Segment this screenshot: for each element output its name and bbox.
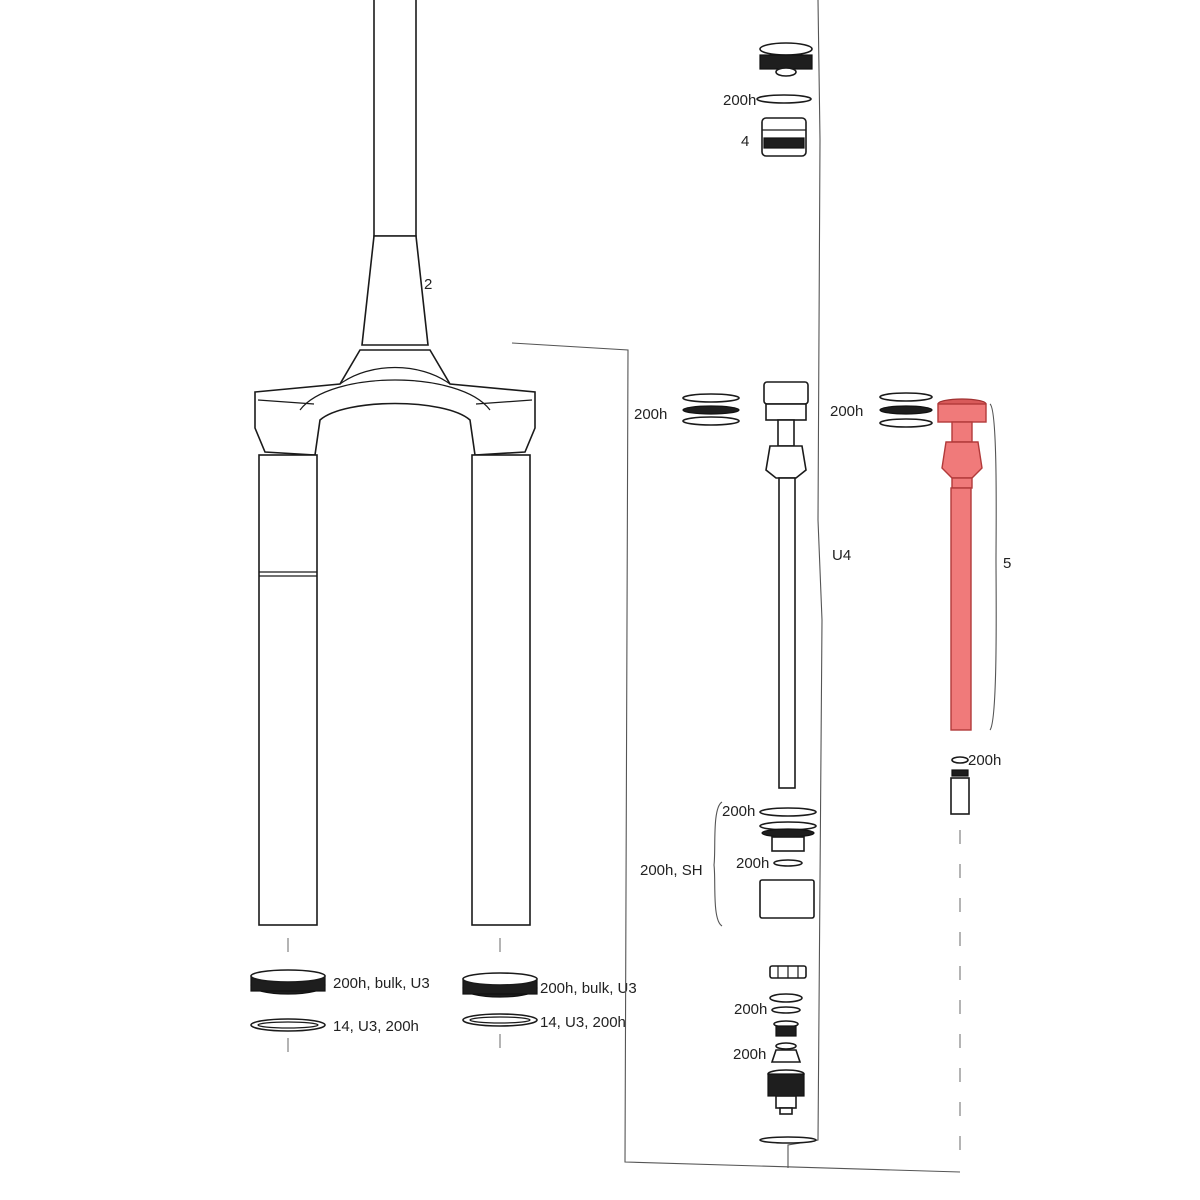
label-rod-oring: 200h [968,752,1001,769]
label-base-oring-mid: 200h [736,855,769,872]
top-cap-oring[interactable] [756,94,812,104]
wiper-seal-left[interactable] [250,969,326,995]
bracket-air-side [787,0,823,1168]
rod-oring[interactable] [951,756,969,764]
brace-base-group [713,801,723,927]
label-air-seals-right: 200h [830,403,863,420]
air-seals-left[interactable] [682,393,740,426]
base-cylinder[interactable] [759,879,815,919]
air-seals-right[interactable] [879,392,933,428]
label-wiper-right: 200h, bulk, U3 [540,980,637,997]
label-air-spring-assembly: 5 [1003,555,1011,572]
bracket-right-leg [511,342,961,1173]
bottom-oring-1[interactable] [769,993,803,1014]
top-cap-adjuster[interactable] [761,117,807,157]
foam-ring-left[interactable] [250,1018,326,1032]
wiper-seal-right[interactable] [462,972,538,998]
air-spring-assembly[interactable] [937,398,987,731]
label-foam-ring-right: 14, U3, 200h [540,1014,626,1031]
bottom-piston[interactable] [773,1020,799,1037]
bottom-nut[interactable] [769,965,807,979]
label-top-cap-oring: 200h [723,92,756,109]
label-air-seals-left: 200h [634,406,667,423]
base-oring-top[interactable] [759,807,817,817]
top-cap[interactable] [759,42,813,77]
label-wiper-left: 200h, bulk, U3 [333,975,430,992]
base-oring-mid[interactable] [773,859,803,867]
label-top-cap-adjuster: 4 [741,133,749,150]
label-base-group: 200h, SH [640,862,703,879]
bottom-washer[interactable] [759,1136,817,1144]
label-air-shaft: U4 [832,547,851,564]
brace-air-spring [989,403,997,731]
label-bottom-oring-2: 200h [733,1046,766,1063]
fork-crown-steerer-assembly[interactable] [254,0,536,926]
air-shaft[interactable] [763,381,809,789]
label-foam-ring-left: 14, U3, 200h [333,1018,419,1035]
bottom-foot-nut[interactable] [767,1069,805,1115]
base-seal-head[interactable] [759,821,817,852]
bottom-oring-2[interactable] [770,1042,802,1063]
label-bottom-oring-1: 200h [734,1001,767,1018]
rod-end-nut[interactable] [950,769,970,815]
label-crown-steerer: 2 [424,276,432,293]
label-base-oring-top: 200h [722,803,755,820]
foam-ring-right[interactable] [462,1013,538,1027]
